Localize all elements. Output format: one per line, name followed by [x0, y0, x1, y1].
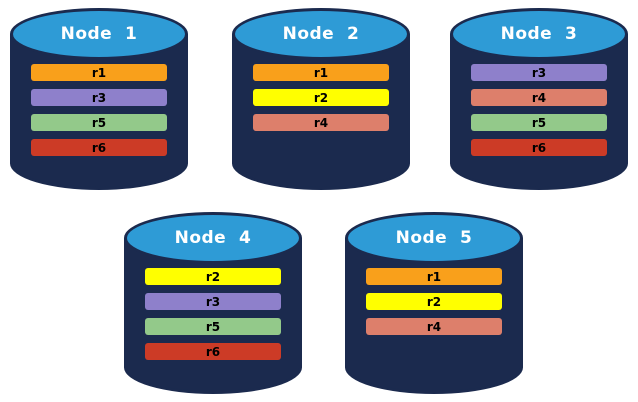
cylinder-body: [232, 34, 410, 190]
cylinder-top-ellipse: [124, 212, 302, 264]
shard-list: r1 r3 r5 r6: [10, 64, 188, 156]
shard-bar-r1[interactable]: r1: [31, 64, 167, 81]
shard-bar-r6[interactable]: r6: [145, 343, 281, 360]
cylinder-body: [345, 238, 523, 394]
shard-bar-r3[interactable]: r3: [145, 293, 281, 310]
shard-bar-r6[interactable]: r6: [471, 139, 607, 156]
shard-bar-r1[interactable]: r1: [253, 64, 389, 81]
shard-bar-r4[interactable]: r4: [366, 318, 502, 335]
cylinder-top-ellipse: [10, 8, 188, 60]
cylinder-top-ellipse: [450, 8, 628, 60]
shard-list: r3 r4 r5 r6: [450, 64, 628, 156]
cylinder-top-ellipse: [232, 8, 410, 60]
shard-bar-r1[interactable]: r1: [366, 268, 502, 285]
cylinder-body: [124, 238, 302, 394]
shard-bar-r2[interactable]: r2: [145, 268, 281, 285]
shard-bar-r4[interactable]: r4: [471, 89, 607, 106]
cylinder-body: [450, 34, 628, 190]
shard-bar-r3[interactable]: r3: [31, 89, 167, 106]
shard-list: r1 r2 r4: [232, 64, 410, 131]
shard-list: r2 r3 r5 r6: [124, 268, 302, 360]
shard-bar-r3[interactable]: r3: [471, 64, 607, 81]
shard-bar-r2[interactable]: r2: [253, 89, 389, 106]
shard-bar-r5[interactable]: r5: [471, 114, 607, 131]
shard-list: r1 r2 r4: [345, 268, 523, 335]
cylinder-top-ellipse: [345, 212, 523, 264]
shard-bar-r4[interactable]: r4: [253, 114, 389, 131]
shard-bar-r5[interactable]: r5: [31, 114, 167, 131]
shard-bar-r5[interactable]: r5: [145, 318, 281, 335]
shard-bar-r6[interactable]: r6: [31, 139, 167, 156]
shard-bar-r2[interactable]: r2: [366, 293, 502, 310]
